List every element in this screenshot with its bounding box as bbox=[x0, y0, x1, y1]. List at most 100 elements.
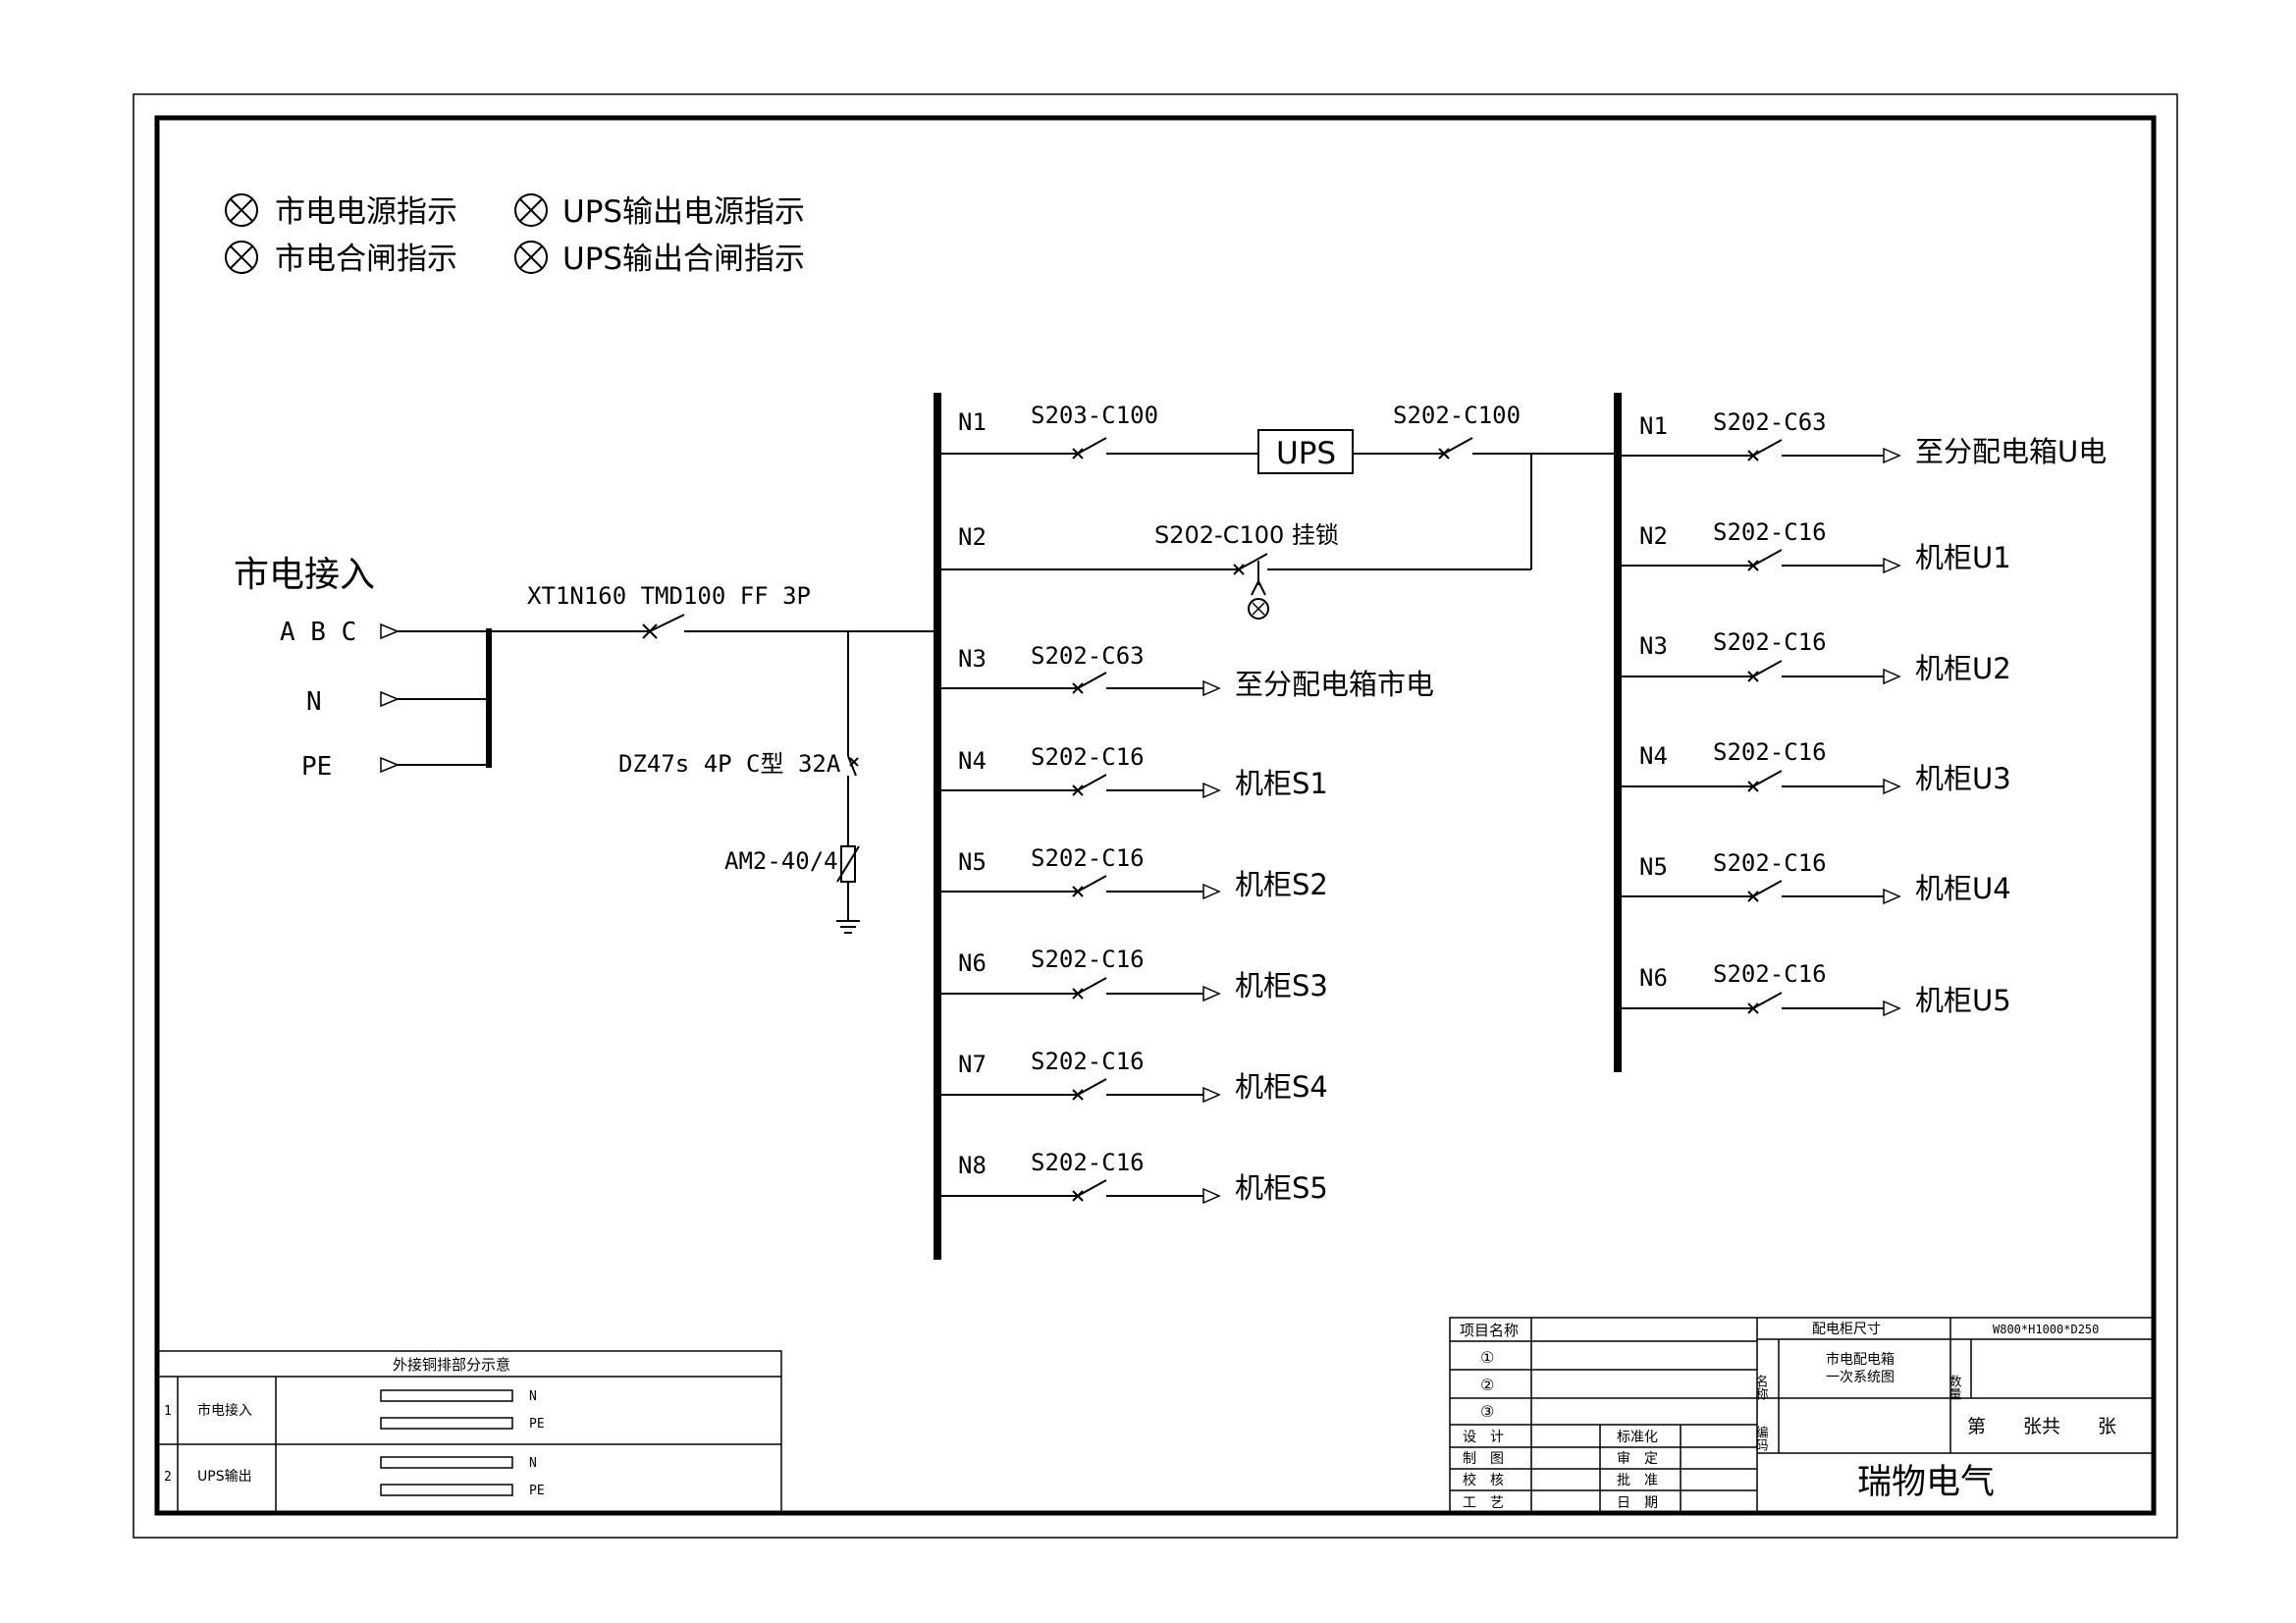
legend-label: UPS输出电源指示 bbox=[562, 194, 805, 230]
outer-frame bbox=[133, 93, 2178, 1539]
copper-bar-label: N bbox=[529, 1456, 537, 1471]
size-label: 配电柜尺寸 bbox=[1812, 1322, 1881, 1337]
date-label: 日 期 bbox=[1617, 1495, 1658, 1511]
arrow-icon bbox=[1883, 888, 1901, 905]
spd-breaker-label: DZ47s 4P C型 32A bbox=[618, 750, 841, 778]
circled-number: ② bbox=[1480, 1376, 1494, 1394]
ups-branch: N1 S203-C100 UPS S202-C100 bbox=[941, 402, 1614, 474]
arrow-icon bbox=[1883, 668, 1901, 685]
feeder-destination: 机柜U1 bbox=[1915, 541, 2011, 574]
arrow-icon bbox=[1202, 883, 1221, 900]
circuit-number: N5 bbox=[1639, 853, 1668, 881]
circuit-number: N1 bbox=[958, 408, 987, 436]
ups-feeder-n6: N6 S202-C16 机柜U5 bbox=[1622, 960, 2011, 1017]
ups-feeder-n1: N1 S202-C63 至分配电箱U电 bbox=[1622, 408, 2107, 468]
legend: 市电电源指示 市电合闸指示 UPS输出电源指示 UPS输出合闸指示 bbox=[225, 193, 805, 277]
circuit-number: N1 bbox=[1639, 412, 1668, 440]
feeder-n5: N5 S202-C16 机柜S2 bbox=[941, 844, 1328, 901]
copper-table-title: 外接铜排部分示意 bbox=[393, 1356, 510, 1374]
circuit-number: N4 bbox=[1639, 742, 1668, 770]
input-title: 市电接入 bbox=[234, 555, 375, 595]
design-label: 设 计 bbox=[1463, 1430, 1504, 1445]
feeder-destination: 机柜U5 bbox=[1915, 984, 2011, 1017]
breaker-icon bbox=[1072, 437, 1107, 460]
circuit-breaker-label: S202-C16 bbox=[1031, 1149, 1145, 1176]
legend-label: 市电电源指示 bbox=[275, 194, 457, 230]
legend-label: UPS输出合闸指示 bbox=[562, 242, 805, 277]
terminal-arrow-icon bbox=[380, 756, 400, 774]
copper-row-number: 2 bbox=[164, 1470, 172, 1485]
qty-label: 数量 bbox=[1947, 1375, 1962, 1400]
arrow-icon bbox=[1202, 1187, 1221, 1205]
copper-bar bbox=[380, 1389, 513, 1402]
ground-icon bbox=[836, 920, 860, 934]
copper-bar bbox=[380, 1484, 513, 1496]
phase-label-pe: PE bbox=[301, 752, 332, 782]
circuit-breaker-label: S202-C16 bbox=[1713, 738, 1827, 766]
feeder-destination: 机柜S2 bbox=[1235, 868, 1328, 901]
feeder-n7: N7 S202-C16 机柜S4 bbox=[941, 1048, 1328, 1104]
surge-arrester-icon bbox=[836, 845, 860, 883]
circuit-breaker-label: S202-C63 bbox=[1031, 642, 1145, 670]
arrow-icon bbox=[1202, 985, 1221, 1002]
copper-bar bbox=[380, 1456, 513, 1469]
ups-feeder-n5: N5 S202-C16 机柜U4 bbox=[1622, 849, 2011, 905]
terminal-arrow-icon bbox=[380, 622, 400, 640]
breaker-icon bbox=[1233, 553, 1268, 575]
circuit-breaker-label: S202-C63 bbox=[1713, 408, 1827, 436]
feeder-destination: 至分配电箱U电 bbox=[1915, 435, 2107, 468]
feeder-destination: 机柜S1 bbox=[1235, 767, 1328, 800]
feeder-destination: 机柜S5 bbox=[1235, 1171, 1328, 1205]
circuit-breaker-label: S202-C16 bbox=[1031, 946, 1145, 973]
size-value: W800*H1000*D250 bbox=[1993, 1323, 2099, 1336]
circuit-number: N5 bbox=[958, 848, 987, 876]
feeder-destination: 机柜U2 bbox=[1915, 652, 2011, 685]
feeder-n6: N6 S202-C16 机柜S3 bbox=[941, 946, 1328, 1002]
circuit-breaker-label: S202-C16 bbox=[1713, 849, 1827, 877]
project-label: 项目名称 bbox=[1460, 1322, 1519, 1339]
arrow-icon bbox=[1883, 778, 1901, 795]
bus1-feeders: N3 S202-C63 至分配电箱市电 N4 S202-C16 机柜S1 N5 … bbox=[941, 642, 1434, 1205]
sheet-label: 第 张共 张 bbox=[1967, 1416, 2116, 1437]
feeder-n3: N3 S202-C63 至分配电箱市电 bbox=[941, 642, 1434, 701]
name-label: 名称 bbox=[1753, 1374, 1769, 1400]
bypass-branch: N2 S202-C100 挂锁 bbox=[941, 454, 1532, 620]
copper-bar-label: PE bbox=[529, 1484, 545, 1498]
ups-feeder-n4: N4 S202-C16 机柜U3 bbox=[1622, 738, 2011, 795]
ups-label: UPS bbox=[1276, 436, 1336, 471]
approve-label: 批 准 bbox=[1617, 1473, 1658, 1488]
ups-output-breaker-label: S202-C100 bbox=[1393, 402, 1521, 429]
main-breaker-icon bbox=[642, 614, 685, 639]
circuit-number: N7 bbox=[958, 1051, 987, 1078]
title-block: 项目名称 ① ② ③ 设 计 制 图 校 核 工 艺 标准化 审 定 批 准 日… bbox=[1449, 1317, 2155, 1514]
check-label: 校 核 bbox=[1463, 1472, 1504, 1488]
circuit-breaker-label: S202-C16 bbox=[1031, 1048, 1145, 1075]
feeder-destination: 机柜S3 bbox=[1235, 969, 1328, 1002]
circuit-breaker-label: S202-C16 bbox=[1031, 743, 1145, 771]
arrow-icon bbox=[1883, 1000, 1901, 1017]
phase-label-n: N bbox=[306, 687, 322, 717]
copper-bar bbox=[380, 1417, 513, 1430]
arrow-icon bbox=[1202, 782, 1221, 799]
craft-label: 工 艺 bbox=[1463, 1495, 1504, 1511]
bus2-feeders: N1 S202-C63 至分配电箱U电 N2 S202-C16 机柜U1 N3 … bbox=[1622, 408, 2107, 1017]
circuit-breaker-label: S202-C16 bbox=[1713, 518, 1827, 546]
feeder-n8: N8 S202-C16 机柜S5 bbox=[941, 1149, 1328, 1205]
circuit-number: N2 bbox=[1639, 522, 1668, 550]
circuit-number: N2 bbox=[958, 523, 987, 551]
circuit-breaker-label: S202-C16 bbox=[1031, 844, 1145, 872]
ups-box bbox=[1257, 429, 1354, 474]
feeder-destination: 机柜U4 bbox=[1915, 872, 2011, 905]
arrow-icon bbox=[1202, 1086, 1221, 1104]
circled-number: ③ bbox=[1480, 1402, 1494, 1421]
code-label: 编码 bbox=[1753, 1426, 1769, 1451]
lamp-icon bbox=[225, 241, 258, 274]
breaker-icon bbox=[1438, 437, 1473, 460]
terminal-arrow-icon bbox=[380, 690, 400, 708]
spd-label: AM2-40/4 bbox=[724, 847, 838, 875]
arrow-icon bbox=[1202, 679, 1221, 697]
copper-row-name: 市电接入 bbox=[197, 1402, 252, 1419]
circuit-breaker-label: S202-C16 bbox=[1713, 960, 1827, 988]
incoming-supply: 市电接入 A B C N PE XT1N160 TMD100 FF 3P DZ4… bbox=[234, 555, 934, 934]
